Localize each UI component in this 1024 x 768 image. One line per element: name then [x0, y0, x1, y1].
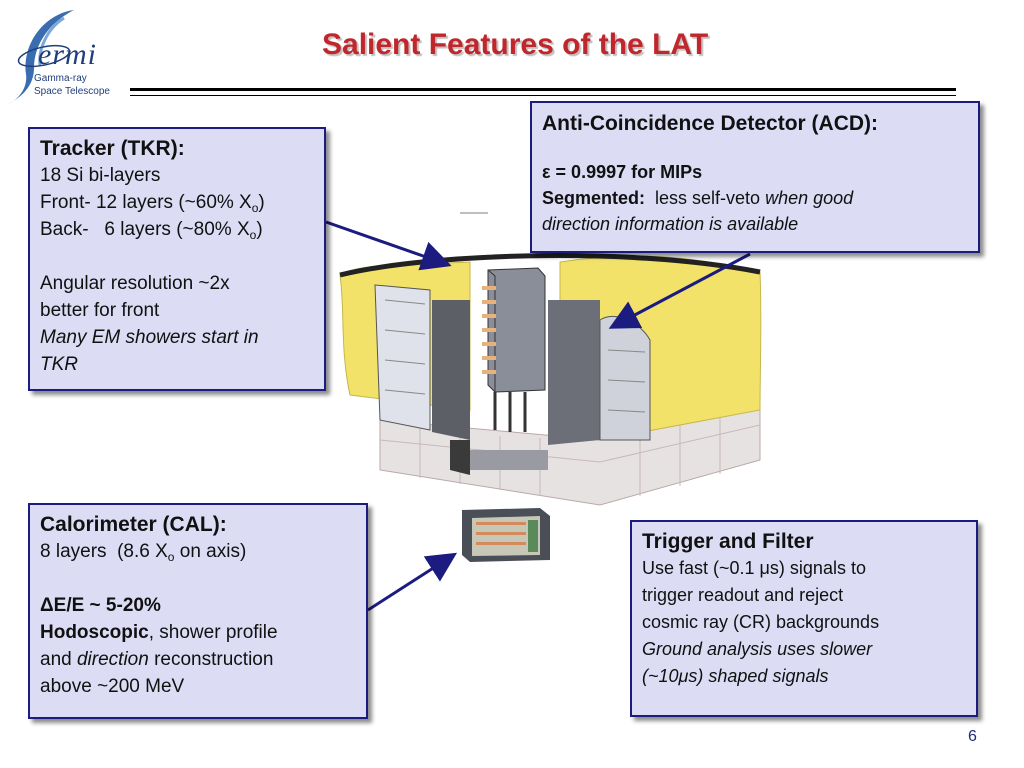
- trigger-box: Trigger and Filter Use fast (~0.1 μs) si…: [630, 520, 978, 717]
- acd-segmented-label: Segmented:: [542, 188, 646, 208]
- calorimeter-energy: above ~200 MeV: [40, 676, 185, 697]
- acd-segmented-italic: when good: [765, 188, 854, 208]
- tracker-line-tkr: TKR: [40, 354, 78, 375]
- tracker-front-sub: o: [251, 201, 259, 215]
- calorimeter-layers-post: on axis): [174, 541, 247, 562]
- calorimeter-direction-post: reconstruction: [148, 649, 274, 670]
- logo-subtitle-line2: Space Telescope: [34, 86, 110, 97]
- logo-subtitle-line1: Gamma-ray: [34, 73, 87, 84]
- title-rule-thin: [130, 95, 956, 96]
- divider-dash: [460, 212, 488, 214]
- calorimeter-layers-sub: o: [167, 550, 175, 564]
- trigger-title: Trigger and Filter: [642, 530, 814, 553]
- calorimeter-box: Calorimeter (CAL): 8 layers (8.6 Xo on a…: [28, 503, 368, 719]
- tower-modules: [374, 284, 651, 475]
- arrow-acd: [608, 252, 751, 329]
- calorimeter-direction-italic: direction: [76, 649, 149, 670]
- tracker-line-angular: Angular resolution ~2x: [40, 273, 230, 294]
- tracker-box: Tracker (TKR): 18 Si bi-layers Front- 12…: [28, 127, 326, 391]
- acd-box: Anti-Coincidence Detector (ACD): ε = 0.9…: [530, 101, 980, 253]
- calorimeter-module: [462, 508, 550, 562]
- calorimeter-layers: 8 layers (8.6 Xo on axis): [40, 538, 356, 565]
- trigger-line3: cosmic ray (CR) backgrounds: [642, 612, 880, 632]
- tracker-back-close: ): [256, 219, 263, 240]
- acd-direction-line: direction information is available: [542, 214, 799, 234]
- fermi-logo: ermi Gamma-ray Space Telescope: [4, 4, 124, 104]
- logo-subtitle: Gamma-ray Space Telescope: [34, 72, 110, 98]
- tracker-line-front: Front- 12 layers (~60% Xo): [40, 189, 314, 216]
- tracker-back-sub: o: [249, 228, 257, 242]
- page-number: 6: [968, 728, 977, 745]
- tracker-line-em: Many EM showers start in: [40, 327, 259, 348]
- pointer-arrows: [325, 220, 751, 612]
- calorimeter-direction-pre: and: [40, 649, 77, 670]
- tracker-tower: [482, 267, 546, 432]
- acd-title: Anti-Coincidence Detector (ACD):: [542, 112, 879, 135]
- tracker-line-better: better for front: [40, 300, 160, 321]
- arrow-tkr: [325, 220, 452, 271]
- calorimeter-direction: and direction reconstruction: [40, 646, 356, 673]
- calorimeter-hodoscopic-rest: , shower profile: [148, 622, 278, 643]
- trigger-line5: (~10μs) shaped signals: [642, 666, 829, 686]
- acd-segmented-line: Segmented: less self-veto when good: [542, 185, 968, 211]
- tracker-line-back: Back- 6 layers (~80% Xo): [40, 216, 314, 243]
- tracker-front-text: Front- 12 layers (~60% X: [40, 192, 252, 213]
- trigger-line1: Use fast (~0.1 μs) signals to: [642, 558, 866, 578]
- tracker-line-bilayers: 18 Si bi-layers: [40, 165, 161, 186]
- trigger-line2: trigger readout and reject: [642, 585, 844, 605]
- fermi-swirl-icon: [8, 10, 74, 104]
- calorimeter-layers-text: 8 layers (8.6 X: [40, 541, 168, 562]
- trigger-line4: Ground analysis uses slower: [642, 639, 873, 659]
- calorimeter-hodoscopic: Hodoscopic, shower profile: [40, 619, 356, 646]
- calorimeter-resolution: ΔE/E ~ 5-20%: [40, 595, 161, 616]
- acd-segmented-text: less self-veto: [645, 188, 766, 208]
- title-rule-thick: [130, 88, 956, 91]
- tracker-back-text: Back- 6 layers (~80% X: [40, 219, 250, 240]
- calorimeter-hodoscopic-label: Hodoscopic: [40, 622, 149, 643]
- arrow-cal: [367, 552, 458, 612]
- logo-wordmark: ermi: [38, 38, 97, 71]
- slide-title: Salient Features of the LAT: [322, 28, 709, 61]
- tracker-title: Tracker (TKR):: [40, 137, 185, 160]
- acd-efficiency: ε = 0.9997 for MIPs: [542, 162, 703, 182]
- tracker-front-close: ): [258, 192, 265, 213]
- calorimeter-title: Calorimeter (CAL):: [40, 513, 227, 536]
